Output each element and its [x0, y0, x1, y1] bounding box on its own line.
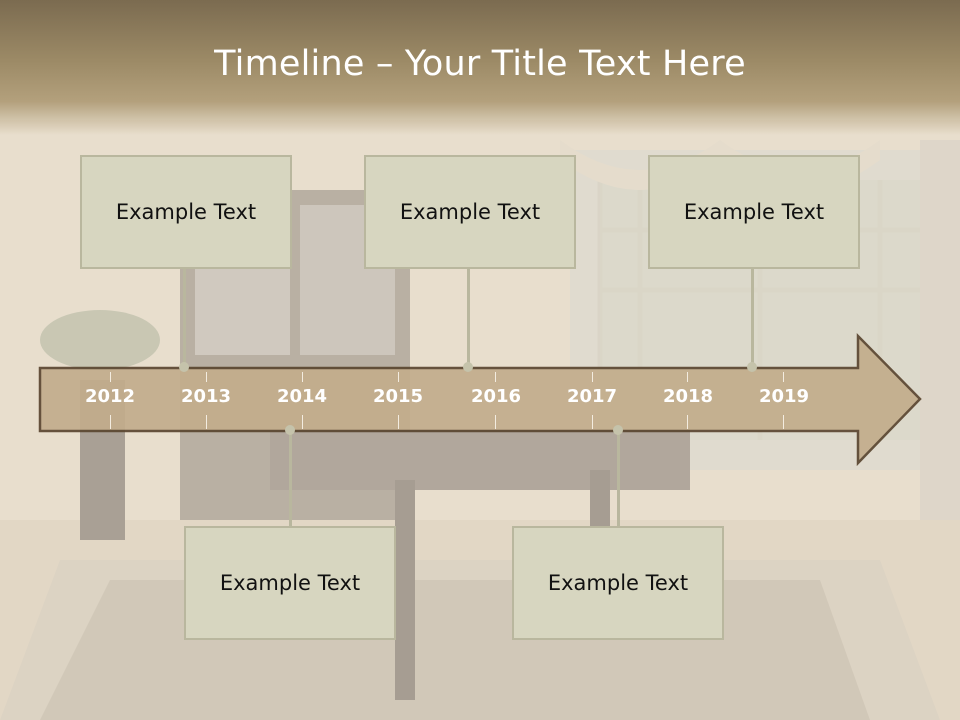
- tick-2014: [302, 372, 303, 382]
- tick-2018: [687, 372, 688, 382]
- tick-2017: [592, 372, 593, 382]
- event-card-top-3[interactable]: Example Text: [648, 155, 860, 269]
- year-label: 2012: [84, 386, 136, 407]
- tick-2014-lower: [302, 415, 303, 429]
- connector-bottom-2: [617, 431, 620, 527]
- year-label: 2016: [470, 386, 522, 407]
- connector-dot: [613, 425, 623, 435]
- year-label: 2014: [276, 386, 328, 407]
- year-label: 2017: [566, 386, 618, 407]
- tick-2016: [495, 372, 496, 382]
- connector-dot: [747, 362, 757, 372]
- connector-top-1: [183, 269, 186, 366]
- event-card-bottom-1[interactable]: Example Text: [184, 526, 396, 640]
- tick-2012-lower: [110, 415, 111, 429]
- tick-2019: [783, 372, 784, 382]
- tick-2017-lower: [592, 415, 593, 429]
- event-card-top-2[interactable]: Example Text: [364, 155, 576, 269]
- connector-top-2: [467, 269, 470, 366]
- event-card-text: Example Text: [547, 571, 689, 595]
- event-card-text: Example Text: [399, 200, 541, 224]
- tick-2012: [110, 372, 111, 382]
- event-card-bottom-2[interactable]: Example Text: [512, 526, 724, 640]
- connector-top-3: [751, 269, 754, 366]
- tick-2018-lower: [687, 415, 688, 429]
- tick-2013: [206, 372, 207, 382]
- tick-2015-lower: [398, 415, 399, 429]
- year-label: 2019: [758, 386, 810, 407]
- header-band: [0, 0, 960, 135]
- tick-2013-lower: [206, 415, 207, 429]
- tick-2015: [398, 372, 399, 382]
- event-card-text: Example Text: [115, 200, 257, 224]
- event-card-text: Example Text: [219, 571, 361, 595]
- slide-title: Timeline – Your Title Text Here: [214, 44, 746, 84]
- year-label: 2015: [372, 386, 424, 407]
- connector-bottom-1: [289, 431, 292, 527]
- connector-dot: [285, 425, 295, 435]
- year-label: 2013: [180, 386, 232, 407]
- event-card-text: Example Text: [683, 200, 825, 224]
- tick-2019-lower: [783, 415, 784, 429]
- year-label: 2018: [662, 386, 714, 407]
- event-card-top-1[interactable]: Example Text: [80, 155, 292, 269]
- tick-2016-lower: [495, 415, 496, 429]
- connector-dot: [463, 362, 473, 372]
- connector-dot: [179, 362, 189, 372]
